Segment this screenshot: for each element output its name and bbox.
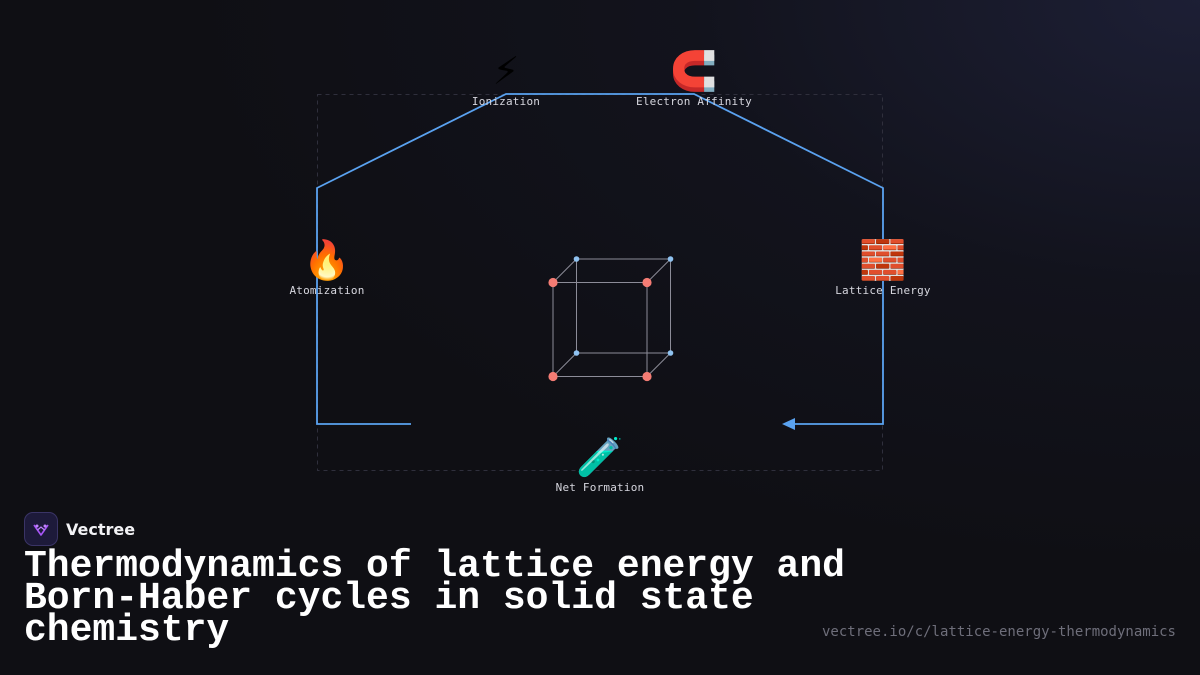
step-atomization: 🔥 Atomization — [247, 238, 407, 297]
step-lattice-energy: 🧱 Lattice Energy — [803, 238, 963, 297]
step-net-formation: 🧪 Net Formation — [520, 435, 680, 494]
test-tube-icon: 🧪 — [576, 435, 624, 479]
brand: Vectree — [24, 512, 135, 546]
lattice-anion — [573, 256, 580, 262]
lattice-anion — [667, 256, 674, 262]
cycle-arrowhead — [782, 418, 795, 430]
step-electron-affinity: 🧲 Electron Affinity — [614, 49, 774, 108]
lattice-anion — [667, 350, 674, 356]
magnet-icon: 🧲 — [670, 49, 718, 93]
step-ionization: ⚡ Ionization — [426, 49, 586, 108]
step-label: Net Formation — [555, 481, 645, 494]
crystal-lattice-cube — [552, 258, 671, 377]
cycle-path — [316, 93, 884, 425]
brick-icon: 🧱 — [859, 238, 907, 282]
fire-icon: 🔥 — [303, 238, 351, 282]
lattice-cation — [548, 277, 558, 288]
lightning-icon: ⚡ — [492, 49, 520, 93]
lattice-cation — [642, 371, 652, 382]
step-label: Lattice Energy — [835, 284, 931, 297]
step-label: Ionization — [471, 95, 541, 108]
source-url: vectree.io/c/lattice-energy-thermodynami… — [821, 624, 1176, 640]
vectree-logo-icon — [24, 512, 58, 546]
lattice-anion — [573, 350, 580, 356]
lattice-cation — [642, 277, 652, 288]
step-label: Electron Affinity — [636, 95, 752, 108]
step-label: Atomization — [289, 284, 365, 297]
brand-name: Vectree — [66, 519, 136, 539]
page-title: Thermodynamics of lattice energy and Bor… — [24, 545, 845, 652]
lattice-cation — [548, 371, 558, 382]
